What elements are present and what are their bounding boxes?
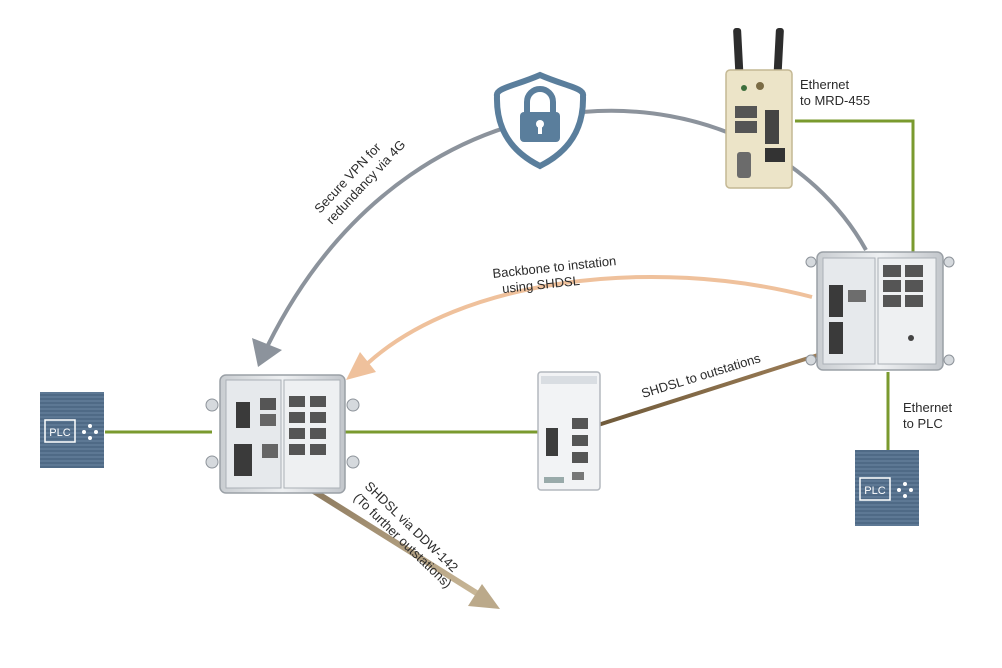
- switch-icon: [205, 374, 360, 494]
- backbone-link: [346, 274, 813, 380]
- ddw-arrowhead: [468, 584, 500, 609]
- lock-shield-icon: [493, 71, 587, 170]
- backbone-arc: [366, 274, 813, 365]
- vpn-arrowhead: [252, 338, 282, 367]
- label-backbone: Backbone to instation using SHDSL: [492, 253, 622, 297]
- backbone-arrowhead: [346, 352, 376, 380]
- ddw-line: [310, 487, 480, 597]
- label-ethernet-mrd: Ethernet to MRD-455: [800, 77, 870, 108]
- instation-switch-icon: [805, 251, 955, 371]
- plc-right-icon: PLC: [855, 450, 919, 526]
- label-shdsl-ddw: SHDSL via DDW-142 (To further outstation…: [351, 478, 466, 591]
- plc-left-label: PLC: [49, 427, 70, 439]
- ddw-link: [310, 487, 500, 609]
- plc-left-icon: PLC: [40, 392, 104, 468]
- router-icon: [725, 27, 793, 189]
- shdsl-outstations-link: [597, 353, 819, 427]
- label-secure-vpn: Secure VPN for redundancy via 4G: [311, 126, 408, 227]
- outstation-unit-icon: [537, 371, 601, 491]
- link-mrd-to-instation: [795, 119, 915, 252]
- ethernet-links: [105, 119, 915, 450]
- label-ethernet-plc: Ethernet to PLC: [903, 400, 956, 431]
- plc-right-label: PLC: [864, 485, 885, 497]
